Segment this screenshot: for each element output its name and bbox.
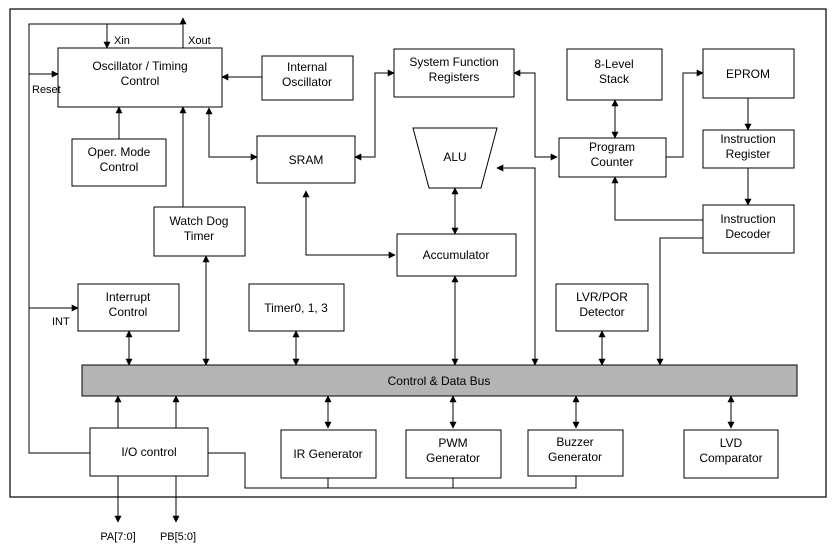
sfr-pc-line <box>513 69 558 161</box>
control-data-bus: Control & Data Bus <box>81 364 798 397</box>
pa-label: PA[7:0] <box>100 531 135 543</box>
osc-sram-line <box>205 107 258 161</box>
io-generator-link <box>208 452 577 489</box>
sram-sfr-line <box>354 69 395 161</box>
io-control-block: I/O control <box>89 427 209 477</box>
xin-line <box>28 23 111 365</box>
eprom-block: EPROM <box>702 48 795 99</box>
chip-boundary <box>9 8 827 498</box>
connections <box>28 17 752 523</box>
decoder-pc-line <box>611 176 703 221</box>
xout-label: Xout <box>188 35 211 47</box>
control-data-bus-label: Control & Data Bus <box>388 374 491 388</box>
pc-eprom-line <box>666 69 704 158</box>
timer-block: Timer0, 1, 3 <box>248 283 345 332</box>
pb-label: PB[5:0] <box>160 531 196 543</box>
alu-block: ALU <box>412 127 498 189</box>
decoder-bus-line <box>656 237 703 366</box>
timer-label: Timer0, 1, 3 <box>264 301 328 315</box>
io-feedback-line <box>28 365 90 454</box>
ir-generator-block: IR Generator <box>280 429 377 479</box>
xin-label: Xin <box>114 35 130 47</box>
sram-acc-line <box>302 190 396 259</box>
reset-label: Reset <box>32 84 61 96</box>
sram-block: SRAM <box>256 135 356 184</box>
accumulator-label: Accumulator <box>423 248 490 262</box>
alu-label: ALU <box>443 150 466 164</box>
accumulator-block: Accumulator <box>396 233 517 277</box>
eprom-label: EPROM <box>726 67 770 81</box>
alu-bus-line <box>496 164 539 366</box>
int-label: INT <box>52 316 70 328</box>
sram-label: SRAM <box>289 153 324 167</box>
ir-generator-label: IR Generator <box>293 447 362 461</box>
io-control-label: I/O control <box>121 445 176 459</box>
